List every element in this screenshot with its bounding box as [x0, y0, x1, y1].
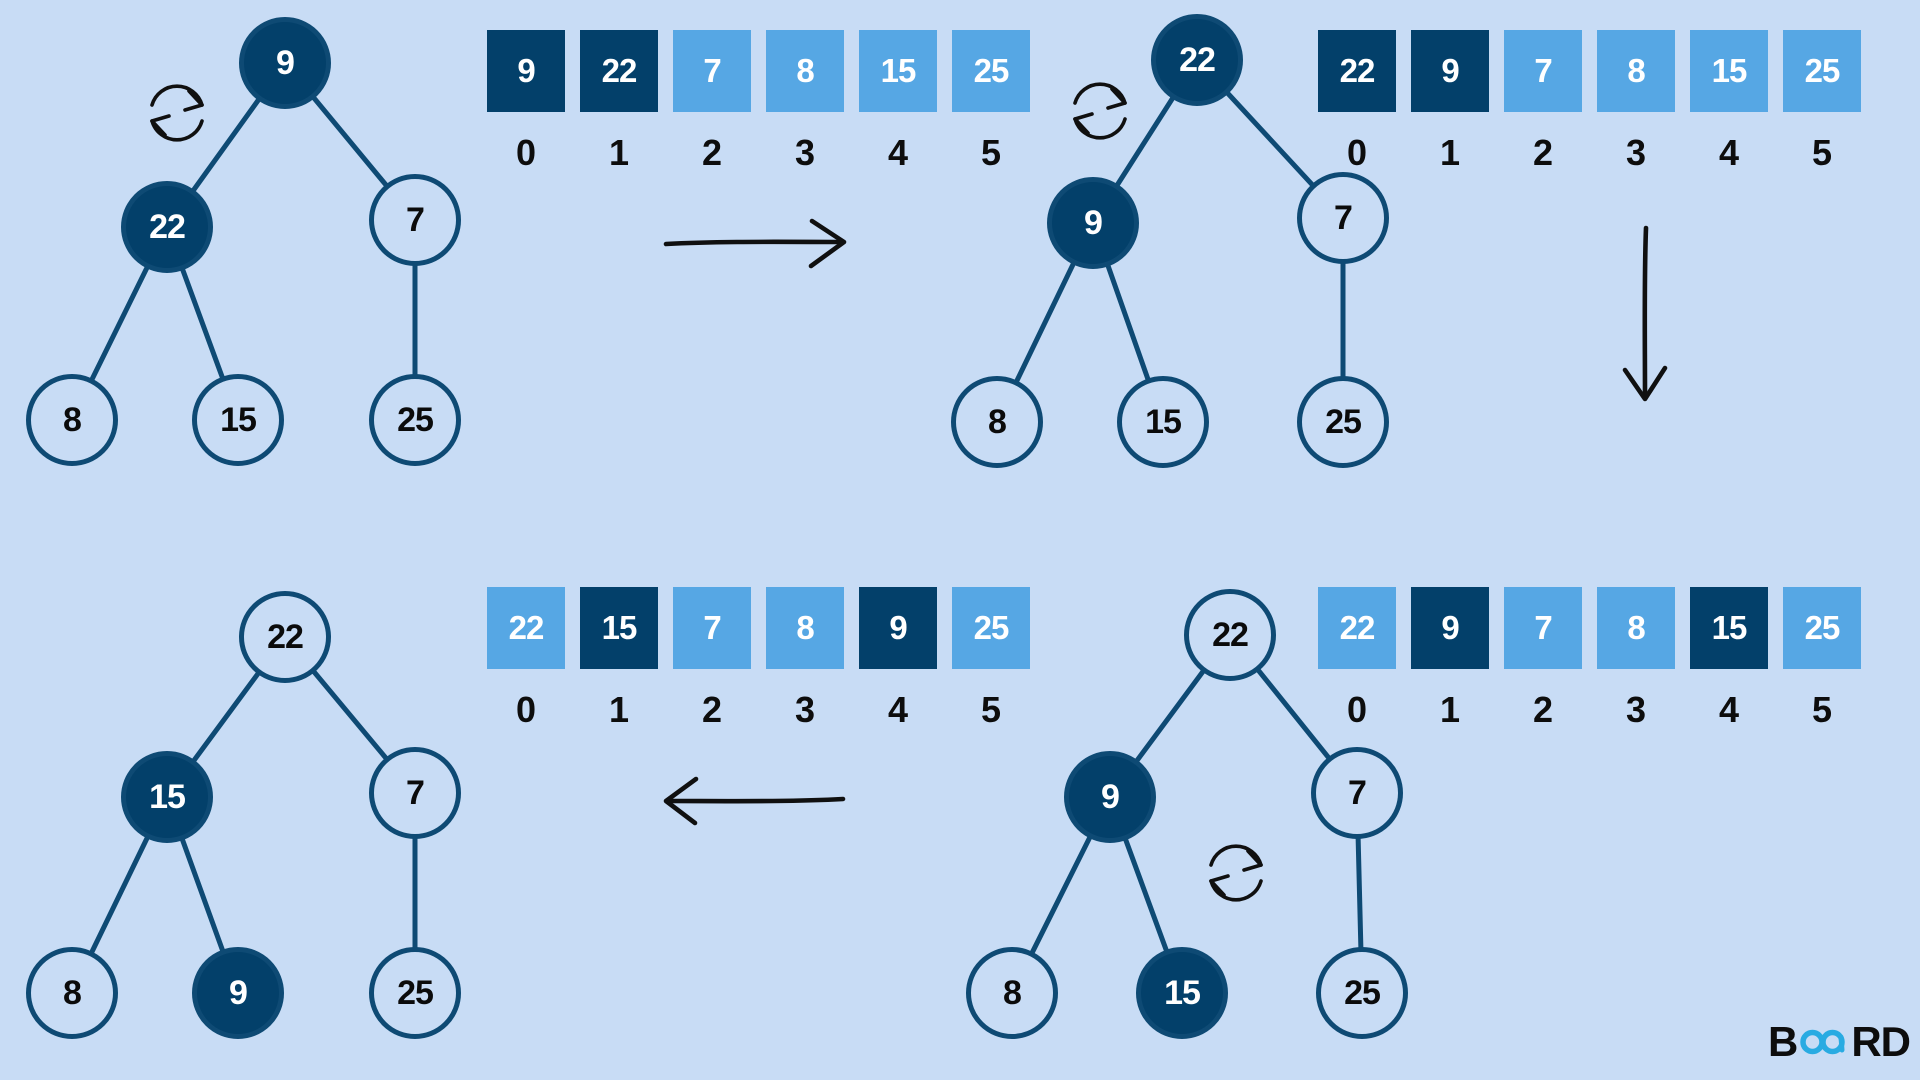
array-cell: 22 — [487, 587, 565, 669]
array-row: 22 9 7 8 15 25 0 1 2 3 4 5 — [1318, 587, 1861, 731]
tree-node: 7 — [369, 747, 461, 839]
array-index: 3 — [794, 689, 816, 730]
array-cell: 15 — [1690, 30, 1768, 112]
tree-node: 8 — [951, 376, 1043, 468]
array-index: 5 — [980, 689, 1002, 730]
swap-icon — [1073, 82, 1127, 140]
tree-node: 8 — [966, 947, 1058, 1039]
tree-node: 8 — [26, 947, 118, 1039]
array-cell: 22 — [1318, 30, 1396, 112]
tree-node: 15 — [1136, 947, 1228, 1039]
logo-text-left: B — [1768, 1018, 1798, 1065]
tree-node: 9 — [239, 17, 331, 109]
swap-icon — [150, 84, 204, 142]
tree-node: 25 — [369, 374, 461, 466]
array-cell: 9 — [859, 587, 937, 669]
array-row: 22 9 7 8 15 25 0 1 2 3 4 5 — [1318, 30, 1861, 174]
array-index: 0 — [1346, 689, 1368, 730]
tree-node: 7 — [1311, 747, 1403, 839]
array-index: 1 — [608, 689, 630, 730]
array-cell: 15 — [859, 30, 937, 112]
array-cell: 8 — [1597, 30, 1675, 112]
tree-node: 9 — [192, 947, 284, 1039]
tree-node: 22 — [121, 181, 213, 273]
tree-node: 25 — [1316, 947, 1408, 1039]
array-cell: 25 — [952, 587, 1030, 669]
array-index: 1 — [608, 132, 630, 173]
array-cell: 25 — [952, 30, 1030, 112]
tree-node: 7 — [1297, 172, 1389, 264]
array-index: 2 — [701, 132, 723, 173]
array-cell: 7 — [1504, 587, 1582, 669]
array-cell: 25 — [1783, 30, 1861, 112]
tree-node: 9 — [1047, 177, 1139, 269]
array-cell: 7 — [673, 587, 751, 669]
tree-node: 15 — [121, 751, 213, 843]
array-cell: 25 — [1783, 587, 1861, 669]
tree-node: 22 — [1151, 14, 1243, 106]
logo-text-right: RD — [1851, 1018, 1911, 1065]
array-cell: 7 — [1504, 30, 1582, 112]
tree-edges — [69, 57, 1365, 996]
tree-node: 15 — [192, 374, 284, 466]
array-cell: 9 — [1411, 587, 1489, 669]
array-index: 2 — [701, 689, 723, 730]
tree-node: 25 — [369, 947, 461, 1039]
array-index: 5 — [980, 132, 1002, 173]
tree-node: 9 — [1064, 751, 1156, 843]
tree-node: 15 — [1117, 376, 1209, 468]
array-index: 5 — [1811, 689, 1833, 730]
array-index: 0 — [515, 132, 537, 173]
array-index: 5 — [1811, 132, 1833, 173]
array-cell: 22 — [1318, 587, 1396, 669]
tree-node: 22 — [239, 591, 331, 683]
left-arrow-icon — [663, 776, 846, 826]
array-cell: 22 — [580, 30, 658, 112]
array-row: 9 22 7 8 15 25 0 1 2 3 4 5 — [487, 30, 1030, 174]
array-index: 1 — [1439, 132, 1461, 173]
array-index: 0 — [515, 689, 537, 730]
array-cell: 8 — [1597, 587, 1675, 669]
array-cell: 9 — [1411, 30, 1489, 112]
array-index: 4 — [1718, 132, 1740, 173]
array-cell: 9 — [487, 30, 565, 112]
swap-icon — [1209, 844, 1263, 902]
array-index: 3 — [1625, 689, 1647, 730]
tree-node: 25 — [1297, 376, 1389, 468]
right-arrow-icon — [663, 218, 847, 269]
array-index: 4 — [1718, 689, 1740, 730]
tree-node: 7 — [369, 174, 461, 266]
array-cell: 8 — [766, 30, 844, 112]
array-row: 22 15 7 8 9 25 0 1 2 3 4 5 — [487, 587, 1030, 731]
tree-node: 22 — [1184, 589, 1276, 681]
array-index: 1 — [1439, 689, 1461, 730]
array-index: 3 — [1625, 132, 1647, 173]
board-logo: B RD — [1768, 1018, 1911, 1066]
array-cell: 15 — [1690, 587, 1768, 669]
array-index: 4 — [887, 132, 909, 173]
down-arrow-icon — [1622, 225, 1668, 402]
array-cell: 8 — [766, 587, 844, 669]
array-cell: 7 — [673, 30, 751, 112]
array-cell: 15 — [580, 587, 658, 669]
logo-infinity-icon — [1800, 1029, 1846, 1055]
tree-node: 8 — [26, 374, 118, 466]
array-index: 4 — [887, 689, 909, 730]
array-index: 2 — [1532, 132, 1554, 173]
array-index: 0 — [1346, 132, 1368, 173]
array-index: 2 — [1532, 689, 1554, 730]
array-index: 3 — [794, 132, 816, 173]
